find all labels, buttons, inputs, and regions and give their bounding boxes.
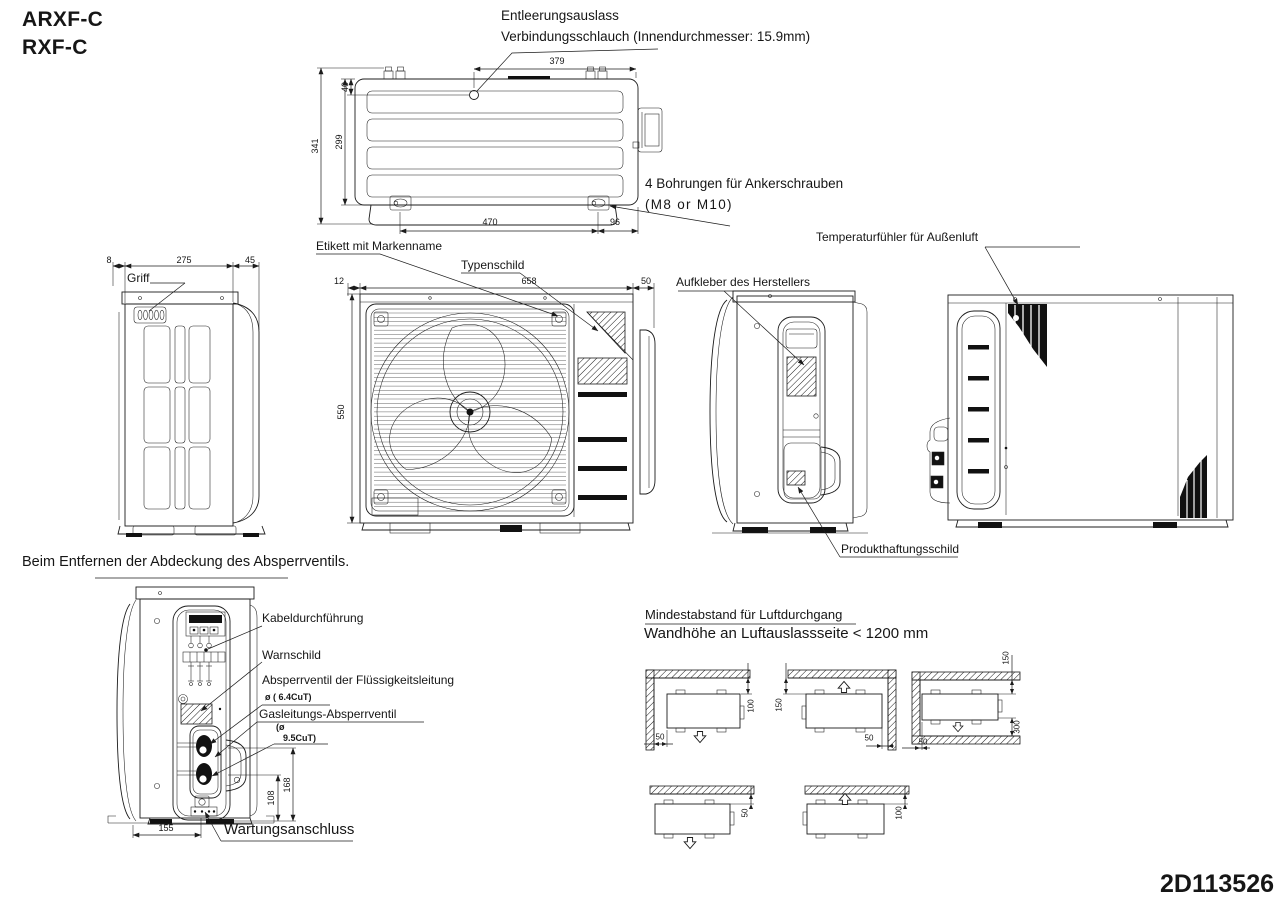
label-liquid-valve: Absperrventil der Flüssigkeitsleitung	[262, 673, 455, 687]
model-title-2: RXF-C	[22, 36, 88, 59]
dim-valve-gas: 108	[265, 790, 276, 806]
label-gas-size-1: (ø	[276, 722, 285, 732]
dim-frontview-left: 12	[333, 275, 345, 286]
label-gas-size-2: 9.5CuT)	[283, 733, 317, 743]
label-anchor-size: (M8 or M10)	[645, 197, 733, 212]
dim-sideview-front: 8	[106, 254, 112, 265]
label-maker-sticker: Aufkleber des Herstellers	[676, 275, 811, 289]
right-side-view-drawing	[678, 290, 958, 558]
dim-clearance-d4-gap: 50	[740, 808, 750, 818]
dim-frontview-width: 658	[521, 275, 537, 286]
dim-clearance-d3-left: 50	[918, 737, 928, 747]
model-title-1: ARXF-C	[22, 8, 104, 31]
dim-clearance-d3-bottom: 300	[1012, 720, 1022, 734]
document-number: 2D113526	[1160, 870, 1275, 898]
valve-section-heading: Beim Entfernen der Abdeckung des Absperr…	[22, 554, 350, 570]
dim-topview-bottom-right: 96	[609, 216, 621, 227]
label-air-sensor: Temperaturfühler für Außenluft	[816, 230, 979, 244]
side-view-drawing	[112, 262, 266, 537]
dim-clearance-d1-left: 50	[655, 732, 665, 742]
dim-frontview-height: 550	[335, 404, 346, 420]
dim-clearance-d2-right: 50	[864, 733, 874, 743]
label-warning-plate: Warnschild	[262, 648, 321, 662]
dim-topview-bottom-width: 470	[482, 216, 498, 227]
label-drain-outlet: Entleerungsauslass	[501, 8, 619, 23]
label-liquid-size: ø ( 6.4CuT)	[265, 692, 312, 702]
label-nameplate: Typenschild	[461, 258, 525, 272]
top-view-drawing	[317, 48, 731, 234]
rear-view-drawing	[926, 246, 1234, 528]
label-liability-plate: Produkthaftungsschild	[841, 542, 960, 556]
drain-outlet-mark	[469, 90, 479, 100]
dim-frontview-right: 50	[640, 275, 652, 286]
label-cable-grommet: Kabeldurchführung	[262, 611, 364, 625]
label-brand-sticker: Etikett mit Markenname	[316, 239, 443, 253]
dim-topview-drain-offset: 40	[339, 81, 350, 93]
dim-topview-width: 379	[549, 55, 565, 66]
clearance-diagrams	[644, 623, 1021, 849]
dim-topview-height-inner: 299	[333, 134, 344, 150]
dim-sideview-grille: 45	[244, 254, 256, 265]
dim-sideview-depth: 275	[176, 254, 192, 265]
label-anchor-holes: 4 Bohrungen für Ankerschrauben	[645, 176, 844, 191]
valve-view-drawing	[95, 577, 424, 842]
dim-clearance-d1-top: 100	[746, 699, 756, 713]
label-service-port: Wartungsanschluss	[224, 821, 355, 838]
label-connection-hose: Verbindungsschlauch (Innendurchmesser: 1…	[501, 29, 811, 44]
dim-clearance-d5-gap: 100	[894, 806, 904, 820]
label-gas-valve: Gasleitungs-Absperrventil	[259, 707, 397, 721]
front-view-drawing	[316, 253, 656, 534]
anchor-leader	[609, 204, 731, 227]
dim-clearance-d3-top: 150	[1001, 651, 1011, 665]
label-handle: Griff	[127, 271, 150, 285]
clearance-heading: Mindestabstand für Luftdurchgang	[645, 607, 843, 622]
dim-topview-height-outer: 341	[309, 138, 320, 154]
dim-valve-base: 155	[158, 822, 174, 833]
dim-clearance-d2-left: 150	[774, 698, 784, 712]
clearance-subheading: Wandhöhe an Luftauslassseite < 1200 mm	[644, 625, 929, 642]
dim-valve-liquid: 168	[281, 777, 292, 793]
